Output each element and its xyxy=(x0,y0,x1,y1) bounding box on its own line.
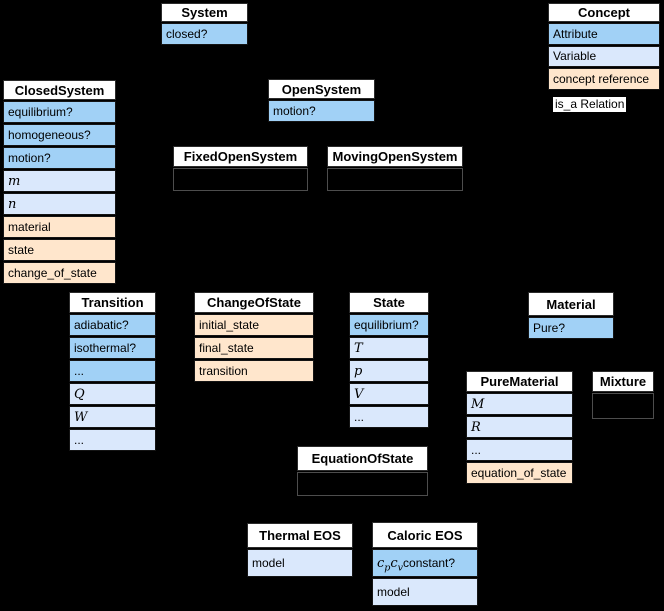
row-empty xyxy=(592,393,654,419)
node-title: OpenSystem xyxy=(268,79,375,99)
row-m: m xyxy=(3,170,116,192)
node-equation-of-state[interactable]: EquationOfState xyxy=(297,446,428,496)
row-transition: transition xyxy=(194,360,314,382)
node-title: Mixture xyxy=(592,371,654,392)
row-t: T xyxy=(349,337,429,359)
row-empty: ... xyxy=(69,429,156,451)
row-final-state: final_state xyxy=(194,337,314,359)
node-title: Transition xyxy=(69,292,156,313)
row-variable: Variable xyxy=(548,45,660,67)
row-empty xyxy=(297,472,428,496)
node-title: PureMaterial xyxy=(466,371,573,392)
row-empty xyxy=(173,168,308,191)
row-closed: closed? xyxy=(161,23,248,45)
node-mixture[interactable]: Mixture xyxy=(592,371,654,419)
row-motion: motion? xyxy=(268,100,375,122)
row-w: W xyxy=(69,406,156,428)
row-r: R xyxy=(466,416,573,438)
row-q: Q xyxy=(69,383,156,405)
row-v: V xyxy=(349,383,429,405)
node-title: Concept xyxy=(548,3,660,22)
isa-relation-legend-label: is_a Relation xyxy=(553,97,627,112)
node-title: EquationOfState xyxy=(297,446,428,471)
row-m: M xyxy=(466,393,573,415)
row-change-of-state: change_of_state xyxy=(3,262,116,284)
row-equilibrium: equilibrium? xyxy=(3,101,116,123)
node-title: System xyxy=(161,3,248,22)
row-model: model xyxy=(372,578,478,606)
row-empty: ... xyxy=(349,406,429,428)
row-homogeneous: homogeneous? xyxy=(3,124,116,146)
row-attribute: Attribute xyxy=(548,23,660,45)
row-motion: motion? xyxy=(3,147,116,169)
node-title: FixedOpenSystem xyxy=(173,146,308,167)
row-concept-reference: concept reference xyxy=(548,68,660,90)
row-p: p xyxy=(349,360,429,382)
row-state: state xyxy=(3,239,116,261)
row-equilibrium: equilibrium? xyxy=(349,314,429,336)
row-isothermal: isothermal? xyxy=(69,337,156,359)
node-moving-open-system[interactable]: MovingOpenSystem xyxy=(327,146,463,191)
row-empty xyxy=(327,168,463,191)
row-empty: ... xyxy=(69,360,156,382)
row-empty: ... xyxy=(466,439,573,461)
node-title: Thermal EOS xyxy=(247,523,353,548)
node-title: State xyxy=(349,292,429,313)
node-title: Material xyxy=(528,292,614,316)
row-pure: Pure? xyxy=(528,317,614,339)
row-adiabatic: adiabatic? xyxy=(69,314,156,336)
row-initial-state: initial_state xyxy=(194,314,314,336)
row-material: material xyxy=(3,216,116,238)
node-title: Caloric EOS xyxy=(372,522,478,548)
row-equation-of-state: equation_of_state xyxy=(466,462,573,484)
node-title: ChangeOfState xyxy=(194,292,314,313)
node-title: ClosedSystem xyxy=(3,80,116,100)
row-model: model xyxy=(247,549,353,577)
row-n: n xyxy=(3,193,116,215)
node-title: MovingOpenSystem xyxy=(327,146,463,167)
node-fixed-open-system[interactable]: FixedOpenSystem xyxy=(173,146,308,191)
